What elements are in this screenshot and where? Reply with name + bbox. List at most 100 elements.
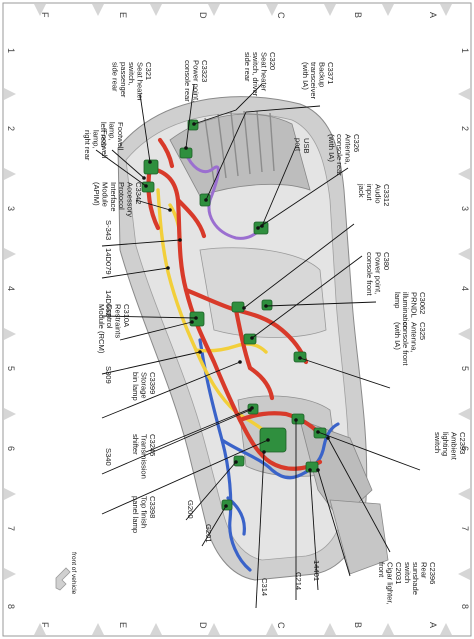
label-line: C3342	[134, 182, 143, 204]
label-c3342: C3342AccessoryProtocolInterfaceModule(AP…	[92, 182, 143, 217]
label-line: side rear	[110, 62, 119, 92]
label-p14401: 14401	[312, 560, 321, 581]
label-c320: C320Seat heaterswitch, driverside rear	[243, 52, 277, 97]
label-line: Control	[105, 304, 114, 329]
label-c3062: C3062PRNDLilluminationlamp	[393, 292, 427, 330]
label-line: C3399	[148, 372, 157, 394]
grid-letter: E	[118, 12, 128, 18]
grid-letter: D	[198, 12, 208, 19]
label-line: C2031	[394, 562, 403, 584]
label-line: Accessory	[126, 182, 135, 217]
label-line: C310A	[122, 304, 131, 328]
leader-lines	[95, 83, 421, 609]
grid-letter: F	[40, 622, 50, 628]
label-footwell-left: Footwelllamp,left rear	[99, 122, 125, 151]
label-line: Module	[100, 182, 109, 207]
label-c3245: C3245Transmissionshifter	[131, 434, 157, 479]
label-c325: C325Antenna,console front(with IA)	[393, 322, 427, 366]
label-c3399: C3399Storagebin lamp	[131, 372, 157, 401]
grid-number: 1	[460, 48, 470, 53]
label-line: C314	[260, 578, 269, 596]
label-c3312: C3312Audioinputjack	[357, 183, 391, 206]
label-line: C2393	[458, 432, 467, 454]
label-line: USB	[302, 138, 311, 154]
label-line: Storage	[140, 372, 149, 399]
grid-numbers-left: 1 2 3 4 5 6 7 8	[6, 48, 16, 609]
label-line: C214	[294, 572, 303, 590]
front-of-vehicle-indicator: front of vehicle	[55, 552, 77, 595]
grid-number: 2	[460, 126, 470, 131]
grid-letter: E	[118, 622, 128, 628]
grid-number: 4	[6, 286, 16, 291]
label-line: Rear	[420, 562, 429, 579]
label-line: 14D662	[104, 290, 113, 317]
label-line: C3245	[148, 434, 157, 456]
label-line: C3312	[382, 184, 391, 206]
label-line: S309	[104, 366, 113, 384]
front-of-vehicle-label: front of vehicle	[70, 552, 77, 595]
grid-letter: B	[353, 12, 363, 18]
grid-number: 5	[6, 366, 16, 371]
label-line: jack	[357, 183, 366, 198]
grid-number: 3	[6, 206, 16, 211]
grid-numbers-right: 1 2 3 4 5 6 7 8	[460, 48, 470, 609]
label-line: Module (RCM)	[97, 304, 106, 354]
grid-number: 7	[460, 526, 470, 531]
label-line: console rear	[183, 60, 192, 102]
label-s343: S-343	[104, 220, 113, 240]
label-line: Seat heater	[260, 52, 269, 92]
label-c3371: C3371Backuptransceiver(with IA)	[301, 62, 335, 100]
label-c214: C214	[294, 572, 303, 590]
label-line: lamp,	[92, 130, 101, 149]
label-line: Footwell	[116, 122, 125, 151]
grid-letter: A	[428, 12, 438, 18]
label-line: Cigar lighter,	[386, 562, 395, 605]
label-line: Top finish	[140, 496, 149, 528]
label-line: C320	[268, 52, 277, 70]
label-line: C3323	[200, 60, 209, 82]
label-line: 14401	[312, 560, 321, 581]
label-line: Footwell	[100, 130, 109, 159]
label-line: C326	[352, 134, 361, 152]
label-line: right rear	[83, 130, 92, 161]
label-line: Audio	[374, 184, 383, 203]
label-footwell-right: Footwelllamp,right rear	[83, 130, 109, 161]
leader-dots	[142, 122, 330, 508]
label-line: switch, driver	[251, 52, 260, 97]
label-line: Power point,	[192, 60, 201, 102]
label-line: Ambient	[450, 432, 459, 461]
label-c3323: C3323Power point,console rear	[183, 60, 209, 102]
grid-letter: A	[428, 622, 438, 628]
label-line: console front	[401, 322, 410, 366]
grid-letter: F	[40, 12, 50, 18]
label-line: Antenna,	[344, 134, 353, 164]
label-line: S340	[104, 448, 113, 466]
grid-number: 6	[460, 446, 470, 451]
label-g200: G200	[186, 500, 195, 519]
label-line: left rear	[99, 122, 108, 148]
label-line: bin lamp	[131, 372, 140, 401]
label-c321: C321Seat heaterswitch,passengerside rear	[110, 62, 153, 102]
label-line: console front	[365, 252, 374, 296]
label-line: Backup	[318, 62, 327, 87]
label-p14d662: 14D662	[104, 290, 113, 317]
label-line: (with IA)	[301, 62, 310, 90]
label-c314: C314	[260, 578, 269, 596]
grid-number: 8	[6, 604, 16, 609]
harness-main	[146, 137, 323, 471]
label-line: Protocol	[117, 182, 126, 210]
label-line: C321	[144, 62, 153, 80]
label-c380: C380Power point,console front	[365, 252, 391, 296]
label-line: Power point,	[374, 252, 383, 294]
label-line: input	[365, 184, 374, 201]
label-line: (with IA)	[327, 134, 336, 162]
label-line: switch	[403, 562, 412, 583]
label-line: switch	[433, 432, 442, 453]
label-c3398: C3398Top finishpanel lamp	[131, 496, 157, 533]
grid-number: 6	[6, 446, 16, 451]
label-line: console rear	[335, 134, 344, 176]
label-c326: C326Antenna,console rear(with IA)	[327, 134, 361, 176]
label-line: G201	[204, 524, 213, 543]
